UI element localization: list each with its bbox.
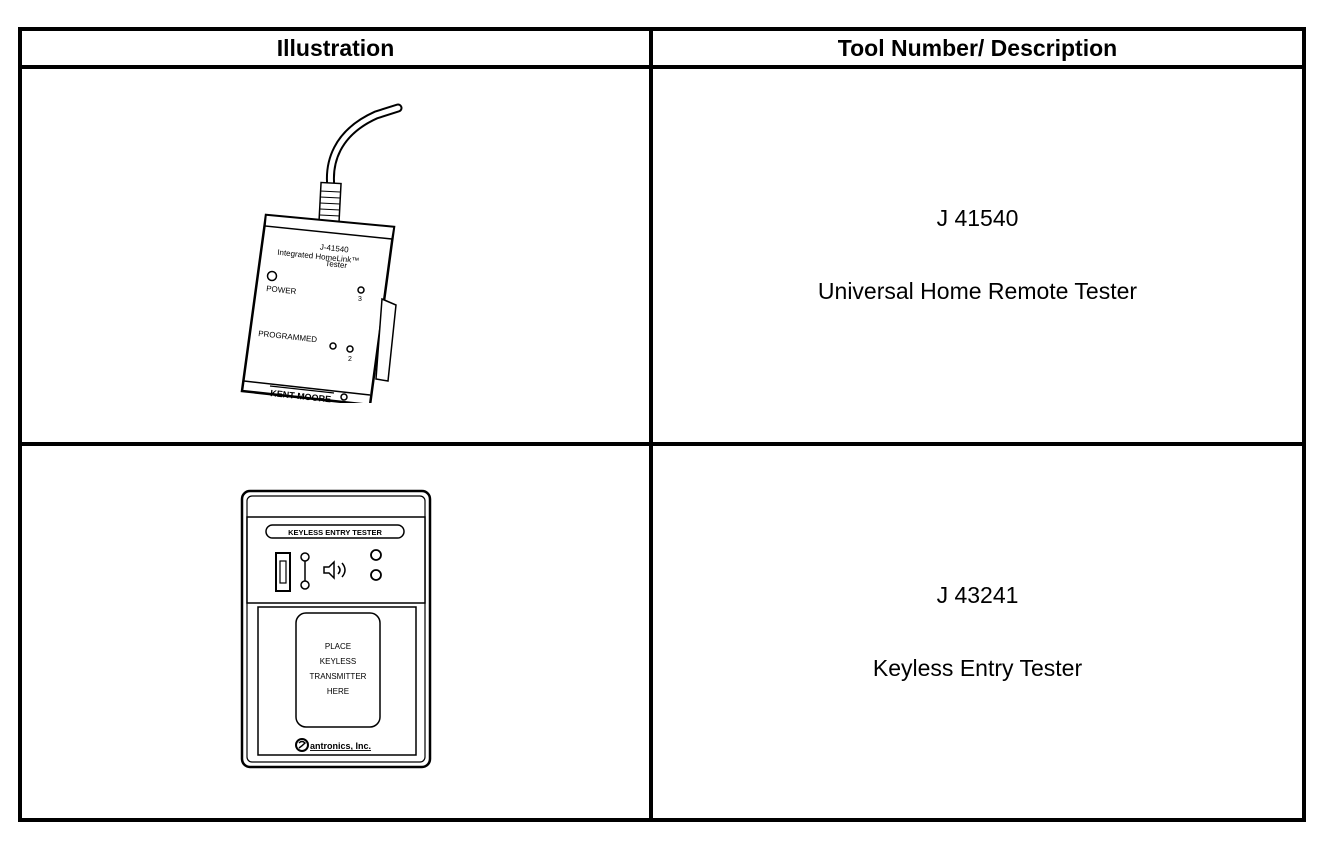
tool-description: Keyless Entry Tester: [872, 654, 1083, 681]
illustration-cell: J-41540 Integrated HomeLink™ Tester POWE…: [18, 65, 653, 446]
channel-2-led-icon: [345, 345, 354, 353]
tool-number: J 43241: [936, 581, 1019, 608]
channel-1-led-icon: [339, 393, 348, 401]
transmitter-slot: [294, 612, 381, 728]
header-tool-description: Tool Number/ Description: [649, 27, 1306, 69]
tool-number: J 41540: [936, 205, 1019, 232]
tool-table: Illustration Tool Number/ Description: [18, 27, 1306, 822]
description-cell: J 41540 Universal Home Remote Tester: [649, 65, 1306, 446]
indicator-led-bottom-icon: [369, 569, 382, 582]
speaker-icon: [322, 560, 346, 581]
keyless-tester-title-plate: [264, 524, 405, 539]
homelink-tester-illustration: J-41540 Integrated HomeLink™ Tester POWE…: [240, 103, 402, 409]
slot-text-2: KEYLESS: [319, 657, 355, 666]
channel-3-label: 3: [358, 296, 362, 303]
tester-model-label: J-41540: [319, 242, 349, 254]
channel-2-label: 2: [348, 356, 352, 363]
keyless-tester-title: KEYLESS ENTRY TESTER: [288, 528, 382, 537]
header-illustration: Illustration: [18, 27, 653, 69]
tester-connector: [317, 181, 342, 227]
switch-led-bottom-icon: [299, 580, 310, 590]
power-label: POWER: [265, 284, 296, 296]
table-row: KEYLESS ENTRY TESTER: [18, 441, 1306, 822]
programmed-led-icon: [328, 342, 337, 350]
slot-text-3: TRANSMITTER: [309, 672, 366, 681]
indicator-led-top-icon: [369, 549, 382, 562]
slot-text-4: HERE: [326, 687, 348, 696]
tester-name-line2: Tester: [324, 259, 347, 270]
channel-1-label: 1: [341, 402, 345, 403]
illustration-cell: KEYLESS ENTRY TESTER: [18, 441, 653, 822]
slot-text-1: PLACE: [324, 642, 350, 651]
switch-led-top-icon: [299, 552, 310, 562]
tester-body: [240, 213, 397, 407]
keyless-entry-tester-illustration: KEYLESS ENTRY TESTER: [240, 490, 431, 769]
power-led-icon: [266, 270, 277, 281]
tool-description: Universal Home Remote Tester: [817, 278, 1138, 305]
table-header-row: Illustration Tool Number/ Description: [18, 27, 1306, 69]
description-cell: J 43241 Keyless Entry Tester: [649, 441, 1306, 822]
brand-name: antronics, Inc.: [310, 741, 371, 751]
table-row: J-41540 Integrated HomeLink™ Tester POWE…: [18, 65, 1306, 446]
channel-3-led-icon: [356, 286, 365, 294]
